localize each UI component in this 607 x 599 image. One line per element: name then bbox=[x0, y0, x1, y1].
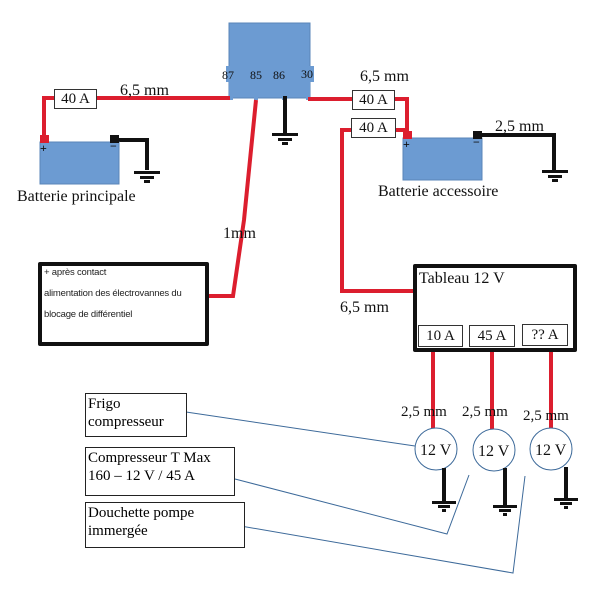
socket-1 bbox=[414, 427, 458, 471]
relay-pin-label-87: 87 bbox=[222, 68, 234, 82]
panel-fuse-1: 10 A bbox=[418, 325, 463, 347]
aux-battery-minus: − bbox=[473, 135, 480, 149]
tableau-title: Tableau 12 V bbox=[419, 270, 505, 287]
output-3-wire-label: 2,5 mm bbox=[523, 408, 569, 424]
device-compresseur-line-1: Compresseur T Max bbox=[88, 450, 211, 466]
device-frigo-line-2: compresseur bbox=[88, 414, 164, 430]
aux-battery bbox=[402, 137, 483, 181]
socket-3-label: 12 V bbox=[535, 442, 567, 459]
device-frigo-line-1: Frigo bbox=[88, 396, 121, 412]
ground-icon bbox=[272, 133, 298, 145]
main-fuse: 40 A bbox=[54, 89, 97, 109]
tableau-feed-wire-label: 6,5 mm bbox=[340, 299, 389, 316]
ground-icon bbox=[432, 501, 456, 512]
relay-pin-30 bbox=[306, 82, 310, 100]
leader-compresseur bbox=[234, 474, 470, 535]
device-douchette-line-2: immergée bbox=[88, 523, 148, 539]
relay-body bbox=[228, 22, 311, 99]
leader-douchette bbox=[234, 475, 526, 574]
relay-pin-85 bbox=[254, 82, 258, 100]
aux-wire-label: 6,5 mm bbox=[360, 68, 409, 85]
ground-icon bbox=[493, 505, 517, 516]
aux-fuse-bottom: 40 A bbox=[351, 118, 396, 138]
aux-ground-wire-label: 2,5 mm bbox=[495, 118, 544, 135]
wire-30-to-aux-battery bbox=[308, 97, 409, 138]
main-wire-label: 6,5 mm bbox=[120, 82, 169, 99]
wire-aux-battery-ground bbox=[476, 133, 556, 170]
device-douchette-line-1: Douchette pompe bbox=[88, 505, 195, 521]
socket-1-label: 12 V bbox=[420, 442, 452, 459]
relay-pin-label-86: 86 bbox=[273, 68, 285, 82]
socket-2 bbox=[472, 428, 516, 472]
ignition-line-1: + après contact bbox=[44, 267, 107, 278]
main-battery-label: Batterie principale bbox=[17, 188, 136, 205]
main-battery-plus: + bbox=[40, 141, 47, 155]
panel-fuse-2: 45 A bbox=[469, 325, 515, 347]
ignition-wire-label: 1mm bbox=[223, 225, 256, 242]
ground-icon bbox=[554, 498, 578, 509]
relay-pin-label-30: 30 bbox=[301, 67, 313, 81]
wire-main-battery-to-87 bbox=[42, 96, 230, 136]
output-1-wire-label: 2,5 mm bbox=[401, 404, 447, 420]
aux-fuse-top: 40 A bbox=[352, 90, 395, 110]
device-label-compresseur: Compresseur T Max 160 – 12 V / 45 A bbox=[85, 447, 235, 496]
socket-3 bbox=[529, 427, 573, 471]
device-compresseur-line-2: 160 – 12 V / 45 A bbox=[88, 468, 195, 484]
ignition-line-2: alimentation des électrovannes du bbox=[44, 288, 182, 299]
main-battery-minus: − bbox=[110, 139, 117, 153]
leader-frigo bbox=[185, 411, 416, 447]
device-label-douchette: Douchette pompe immergée bbox=[85, 502, 245, 548]
ignition-note-box: + après contact alimentation des électro… bbox=[38, 262, 209, 346]
ground-icon bbox=[134, 171, 160, 183]
panel-fuse-3: ?? A bbox=[522, 324, 568, 346]
relay-pin-87 bbox=[229, 82, 233, 100]
ground-icon bbox=[542, 170, 568, 182]
socket-2-label: 12 V bbox=[478, 443, 510, 460]
relay-pin-label-85: 85 bbox=[250, 68, 262, 82]
aux-battery-plus: + bbox=[403, 137, 410, 151]
output-2-wire-label: 2,5 mm bbox=[462, 404, 508, 420]
main-battery bbox=[39, 141, 120, 185]
device-label-frigo: Frigo compresseur bbox=[85, 393, 187, 437]
wire-85-to-ignition bbox=[208, 99, 258, 298]
wire-main-battery-ground bbox=[118, 138, 149, 170]
ignition-line-3: blocage de différentiel bbox=[44, 309, 133, 320]
relay-pin-86 bbox=[282, 82, 286, 100]
aux-battery-label: Batterie accessoire bbox=[378, 183, 498, 200]
